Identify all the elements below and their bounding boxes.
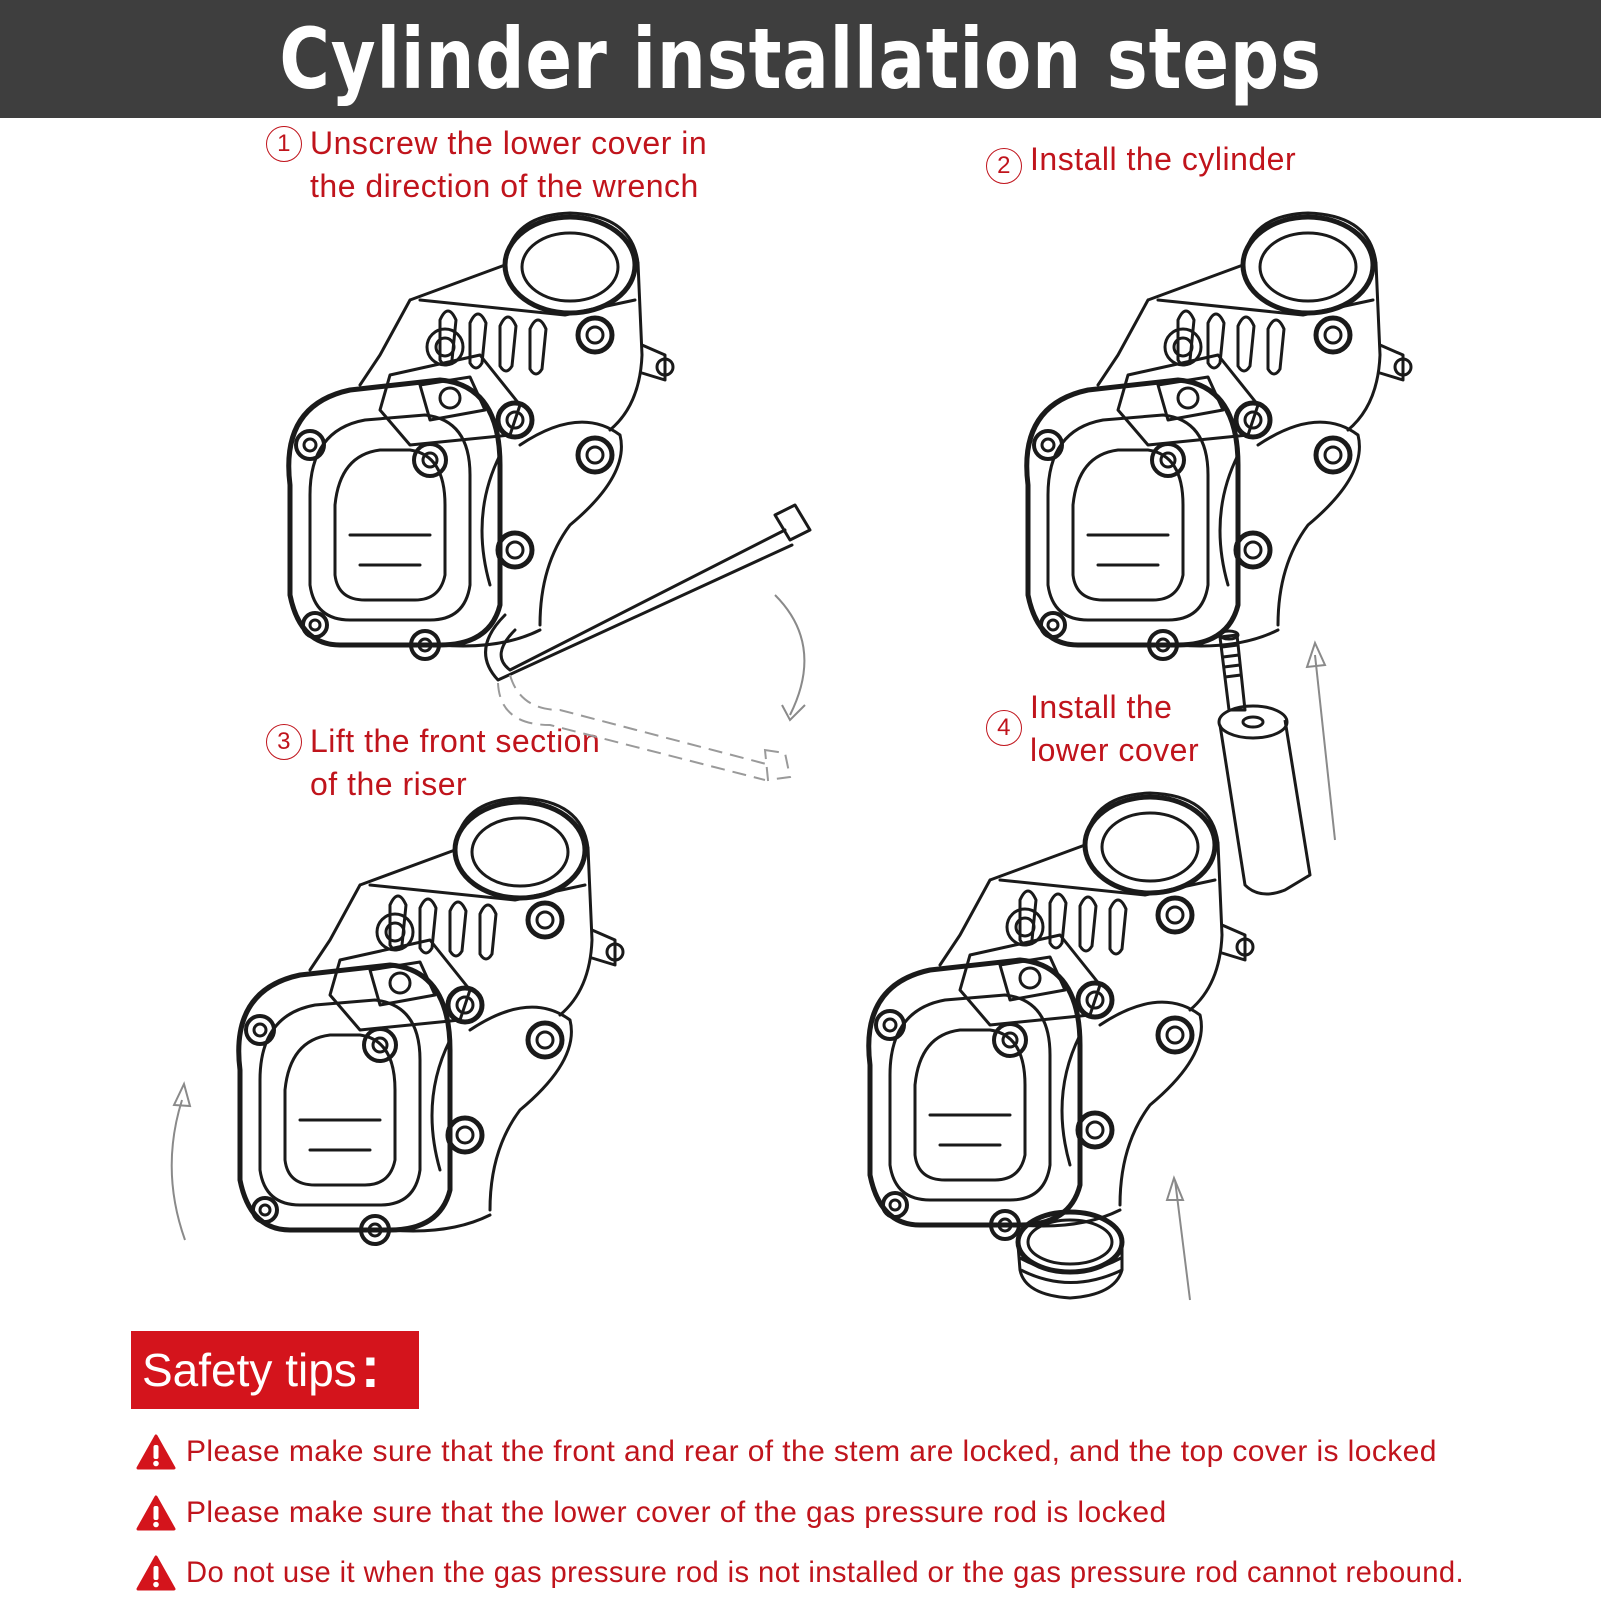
- safety-tips-colon: :: [360, 1334, 381, 1400]
- warning-triangle-icon: [136, 1495, 176, 1531]
- safety-tip-3: Do not use it when the gas pressure rod …: [136, 1555, 1464, 1591]
- safety-tip-2-text: Please make sure that the lower cover of…: [186, 1496, 1167, 1529]
- step-1-line-1: Unscrew the lower cover in: [310, 125, 708, 161]
- step-4-line-2: lower cover: [1030, 732, 1200, 768]
- step-1-line-2: the direction of the wrench: [310, 168, 699, 204]
- step-3-line-1: Lift the front section: [310, 723, 601, 759]
- gas-pressure-rod-illustration: [1217, 629, 1336, 896]
- step-3-stem-illustration: [220, 790, 640, 1270]
- hex-wrench-icon: [484, 503, 812, 682]
- arrow-icon: [170, 1081, 192, 1241]
- safety-tips-label: Safety tips: [142, 1344, 357, 1396]
- step-3-label: 3 Lift the front section of the riser: [266, 720, 600, 806]
- step-2-label: 2 Install the cylinder: [986, 138, 1296, 184]
- circled-number-icon: 3: [266, 724, 302, 760]
- step-1-label: 1 Unscrew the lower cover in the directi…: [266, 122, 707, 208]
- safety-tip-3-text: Do not use it when the gas pressure rod …: [186, 1556, 1464, 1589]
- step-1-stem-illustration: [270, 205, 812, 782]
- step-4-line-1: Install the: [1030, 689, 1173, 725]
- step-4-label: 4 Install the lower cover: [986, 686, 1199, 772]
- wrench-ghost: [497, 674, 792, 782]
- safety-tips-heading: Safety tips :: [131, 1331, 419, 1409]
- circled-number-icon: 4: [986, 710, 1022, 746]
- safety-tip-2: Please make sure that the lower cover of…: [136, 1495, 1167, 1531]
- page-title: Cylinder installation steps: [279, 10, 1322, 108]
- safety-tip-1: Please make sure that the front and rear…: [136, 1434, 1437, 1470]
- lower-cover-illustration: [1015, 1175, 1191, 1301]
- arrow-icon: [774, 594, 806, 722]
- step-2-line-1: Install the cylinder: [1030, 141, 1297, 177]
- circled-number-icon: 2: [986, 148, 1022, 184]
- step-3-line-2: of the riser: [310, 766, 468, 802]
- warning-triangle-icon: [136, 1555, 176, 1591]
- circled-number-icon: 1: [266, 126, 302, 162]
- warning-triangle-icon: [136, 1434, 176, 1470]
- arrow-icon: [1305, 640, 1336, 841]
- arrow-icon: [1165, 1175, 1191, 1301]
- page-header: Cylinder installation steps: [0, 0, 1601, 118]
- safety-tip-1-text: Please make sure that the front and rear…: [186, 1435, 1437, 1468]
